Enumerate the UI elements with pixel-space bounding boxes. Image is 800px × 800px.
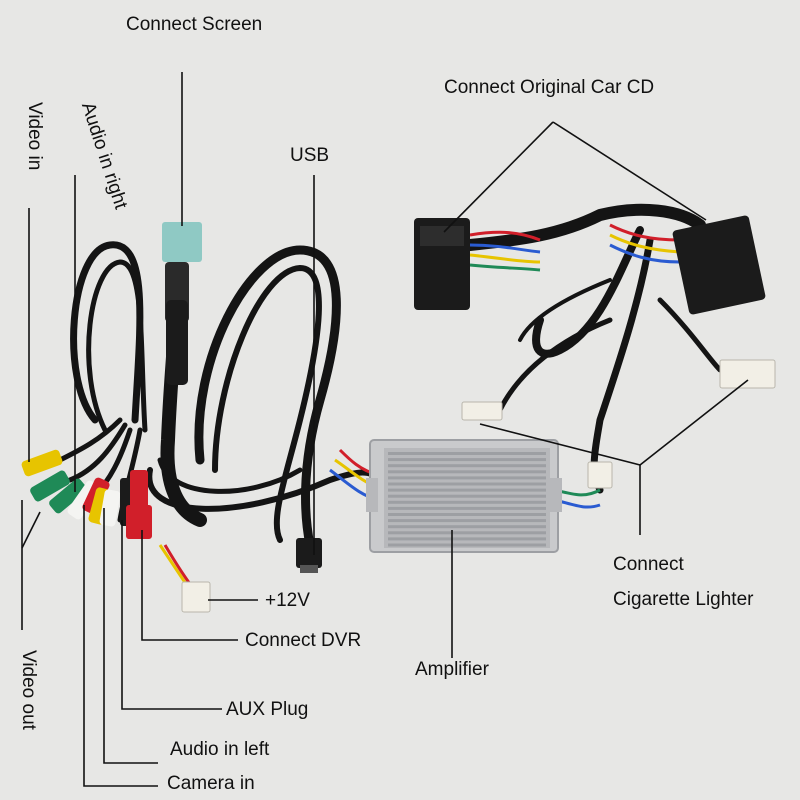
car-cd-connector-right	[672, 215, 766, 315]
amplifier-fin	[388, 464, 546, 468]
cable-usb-loop-2	[212, 264, 322, 543]
rca-connectors	[21, 449, 152, 539]
label-connect-cigarette-1: Connect	[613, 554, 684, 575]
usb-plug	[296, 538, 322, 573]
amplifier-box	[366, 439, 562, 553]
label-amplifier: Amplifier	[415, 659, 489, 680]
label-video-in: Video in	[24, 102, 45, 171]
amplifier-fin	[388, 458, 546, 462]
amplifier-fin	[388, 470, 546, 474]
cable-left-loop-2	[86, 259, 148, 433]
white-connectors	[181, 359, 776, 613]
amplifier-fin	[388, 500, 546, 504]
car-cd-connector-left	[414, 218, 470, 310]
amplifier-fin	[388, 537, 546, 541]
label-plus-12v: +12V	[265, 590, 310, 611]
amplifier-fin	[388, 476, 546, 480]
amplifier-fin	[388, 519, 546, 523]
cable-usb-loop	[194, 245, 341, 550]
label-connect-original-car-cd: Connect Original Car CD	[444, 77, 655, 98]
cable-harness-main	[464, 203, 706, 251]
label-video-out: Video out	[18, 650, 39, 730]
harness-colored-wires	[158, 223, 681, 593]
label-audio-in-left: Audio in left	[170, 739, 270, 760]
label-camera-in: Camera in	[167, 773, 255, 794]
label-connect-cigarette-2: Cigarette Lighter	[613, 589, 754, 610]
amplifier-fin	[388, 506, 546, 510]
leader-lines	[21, 72, 749, 787]
label-connect-screen: Connect Screen	[126, 14, 263, 35]
amplifier-fin	[388, 543, 546, 547]
label-connect-dvr: Connect DVR	[245, 630, 362, 651]
amplifier-fin	[388, 452, 546, 455]
amplifier-fin	[388, 525, 546, 529]
amplifier-fin	[388, 482, 546, 486]
amplifier-fin	[388, 488, 546, 492]
label-aux-plug: AUX Plug	[226, 699, 309, 720]
amplifier-fin	[388, 494, 546, 498]
screen-connector	[162, 222, 202, 385]
cable-bottom-loop	[146, 467, 383, 512]
label-usb: USB	[290, 145, 330, 166]
amplifier-fin	[388, 531, 546, 535]
amplifier-fin	[388, 513, 546, 516]
cable-bottom-loop-2	[157, 457, 303, 494]
